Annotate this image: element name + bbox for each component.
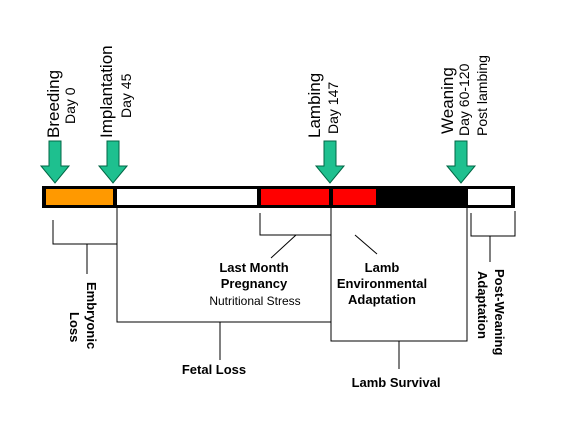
lamb-env-leader [354, 234, 378, 255]
embryonic-loss-line1: Embryonic [84, 282, 99, 349]
last-month-line3: Nutritional Stress [209, 294, 300, 308]
weaning-arrow-icon [445, 140, 477, 184]
fetal-loss-label: Fetal Loss [182, 362, 246, 377]
lambing-title: Lambing [305, 73, 324, 138]
segment-last-month-pregnancy [261, 189, 329, 205]
breeding-title: Breeding [44, 70, 63, 138]
implantation-title: Implantation [97, 45, 116, 138]
weaning-day: Day 60-120 [456, 63, 472, 136]
last-month-leader [270, 234, 297, 259]
last-month-line1: Last Month [219, 260, 288, 275]
last-month-line2: Pregnancy [221, 276, 288, 291]
timeline-bar [42, 186, 515, 208]
breeding-arrow-icon [39, 140, 71, 184]
lamb-env-line1: Lamb [365, 260, 400, 275]
embryonic-loss-line2: Loss [67, 312, 82, 342]
embryonic-bracket [52, 220, 117, 245]
stage-brackets [52, 208, 516, 369]
post-weaning-bracket [470, 211, 516, 237]
segment-fetal [117, 189, 257, 205]
lambing-arrow-icon [314, 140, 346, 184]
weaning-note: Post lambing [474, 55, 490, 136]
implantation-day: Day 45 [118, 73, 134, 118]
lamb-env-line2: Environmental [337, 276, 427, 291]
weaning-title: Weaning [438, 67, 457, 134]
lamb-survival-label: Lamb Survival [352, 375, 441, 390]
lambing-day: Day 147 [325, 82, 341, 134]
segment-early-lamb [333, 189, 376, 205]
post-weaning-line1: Post-Weaning [492, 269, 507, 355]
lamb-env-line3: Adaptation [348, 292, 416, 307]
fetal-bracket [116, 208, 331, 323]
last-month-bracket [259, 208, 332, 236]
breeding-day: Day 0 [62, 87, 78, 124]
segment-embryonic [46, 189, 113, 205]
post-weaning-line2: Adaptation [475, 271, 490, 339]
segment-post-weaning [468, 189, 511, 205]
implantation-arrow-icon [97, 140, 129, 184]
